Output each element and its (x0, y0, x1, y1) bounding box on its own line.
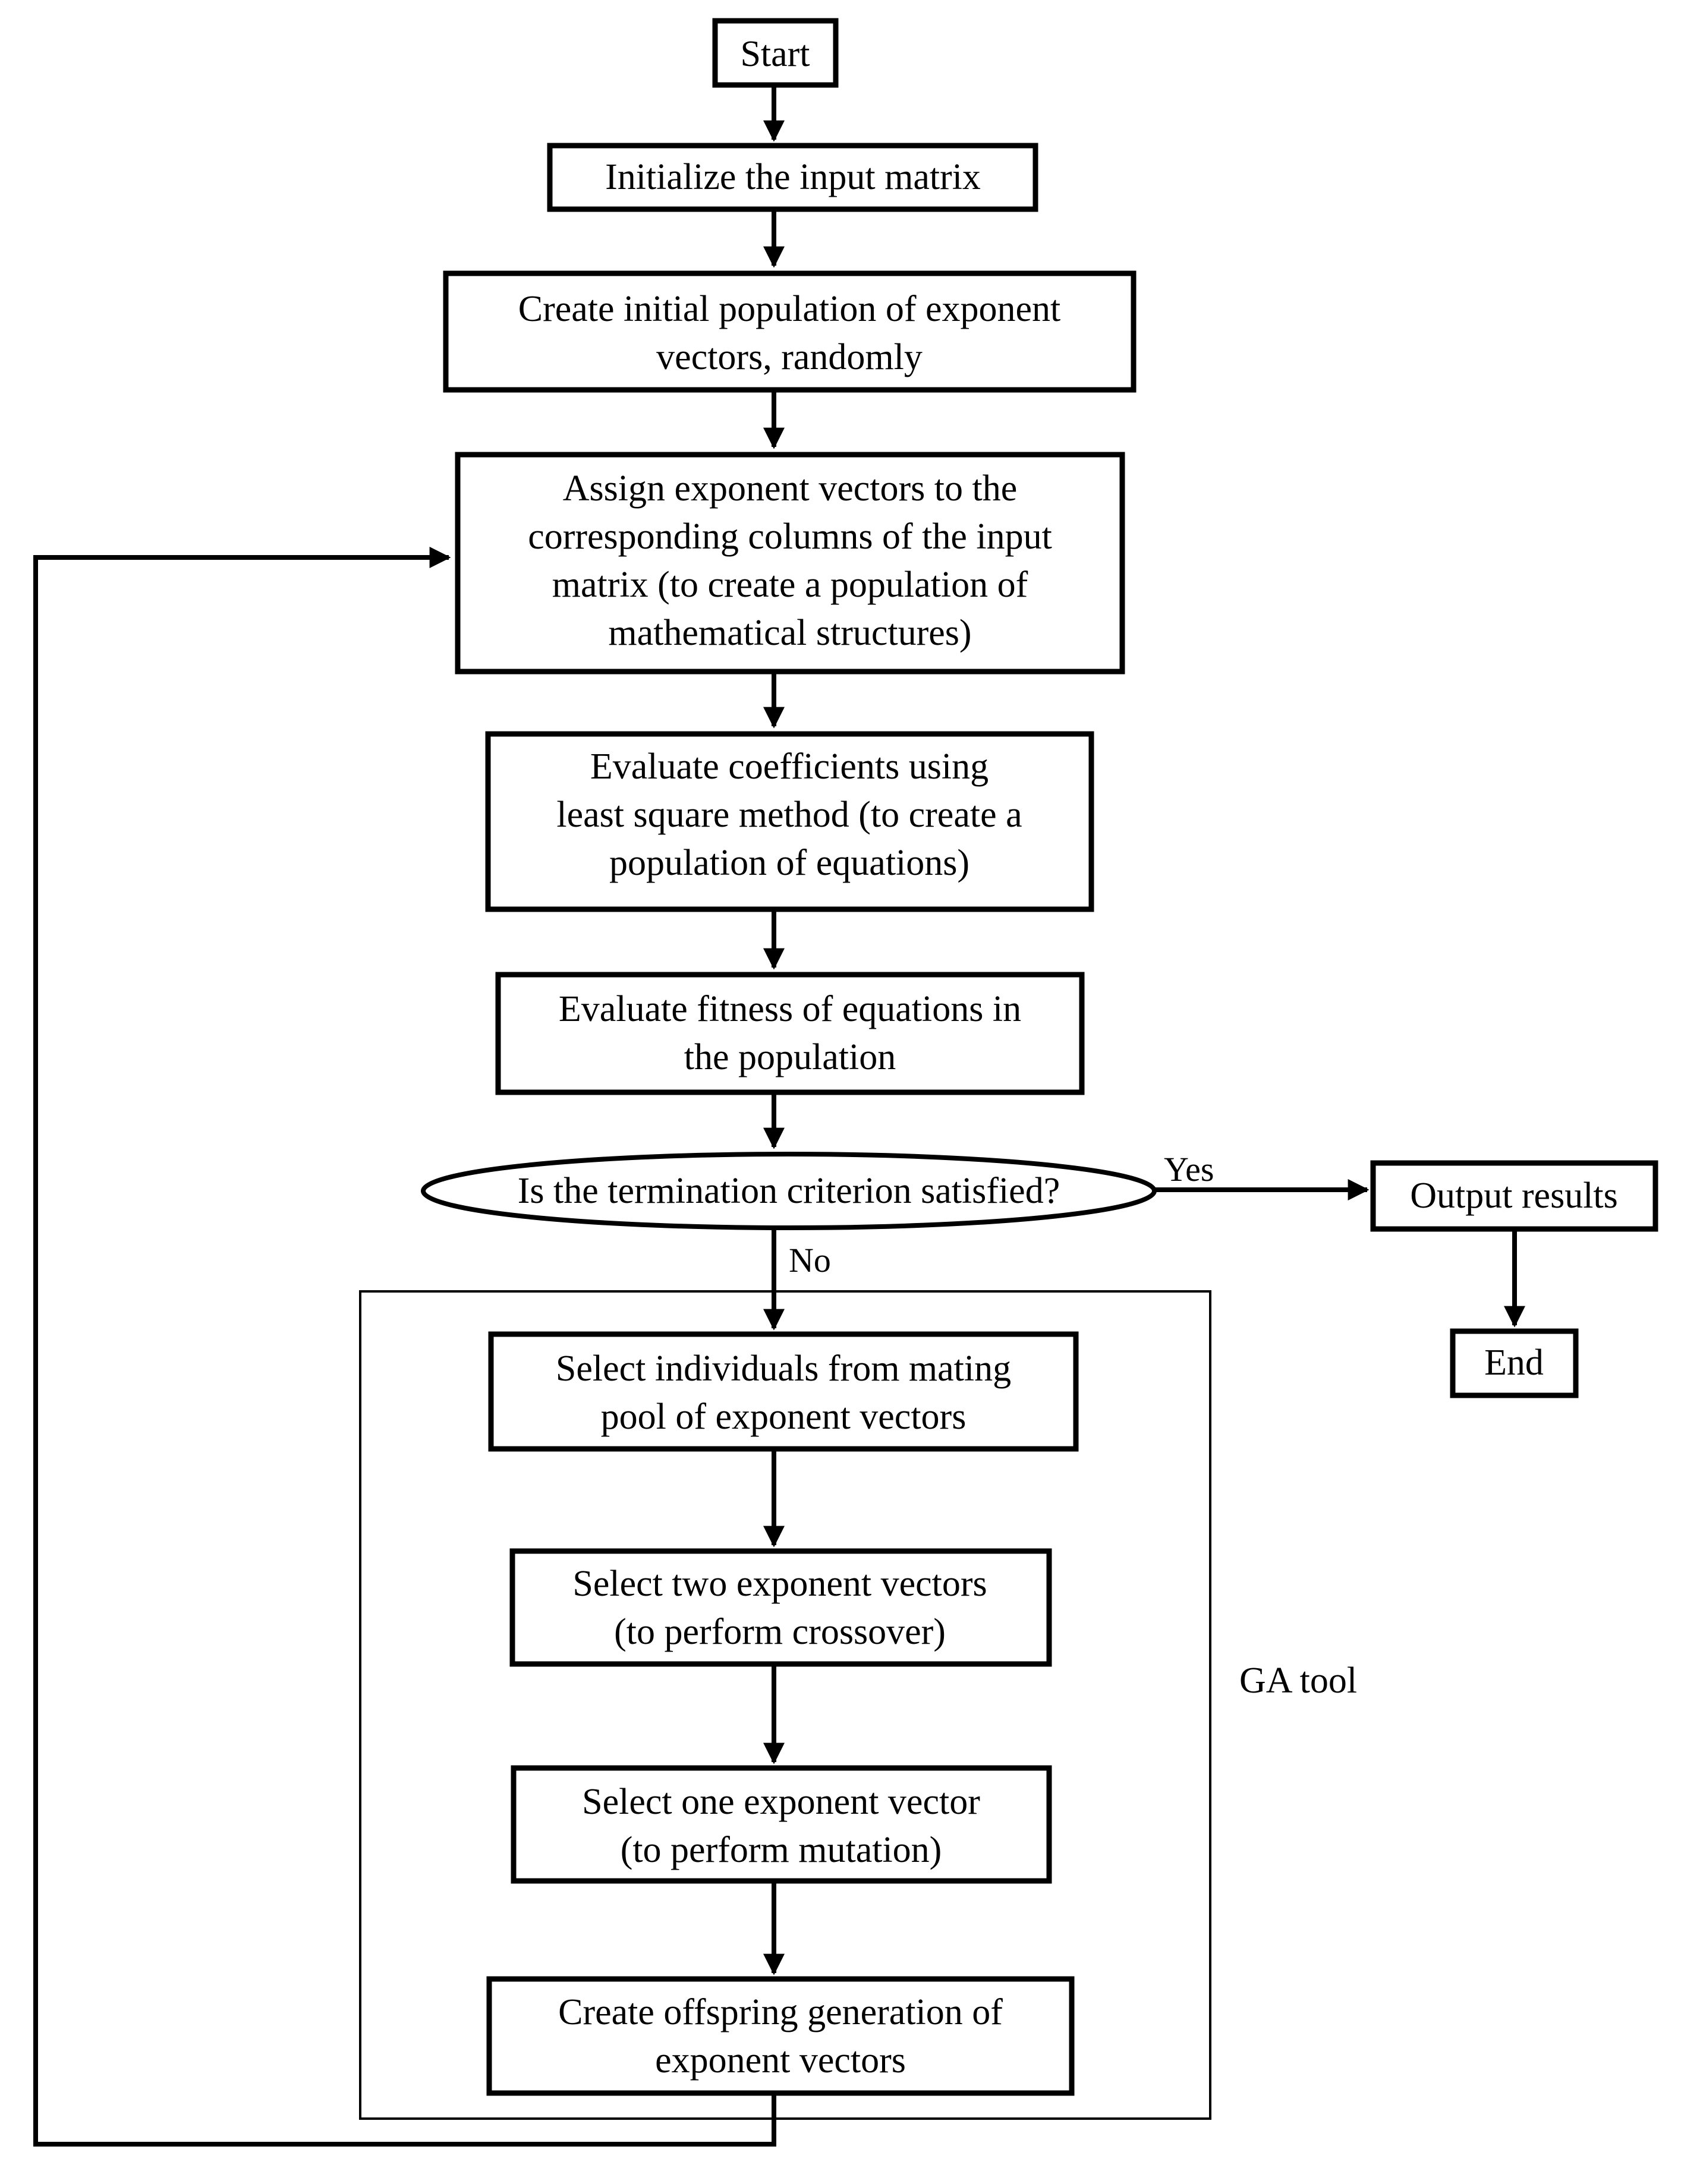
assign-vectors-line-2: corresponding columns of the input (528, 516, 1052, 557)
termination-decision: Is the termination criterion satisfied? (421, 1152, 1157, 1230)
select-individuals-line-2: pool of exponent vectors (601, 1397, 967, 1437)
create-offspring-line-2: exponent vectors (655, 2040, 906, 2081)
select-one-vector-line-2: (to perform mutation) (621, 1830, 942, 1870)
initialize-matrix-label: Initialize the input matrix (605, 157, 981, 197)
select-one-vector-box: Select one exponent vector (to perform m… (511, 1765, 1052, 1884)
loop-back-arrow (33, 547, 776, 2147)
evaluate-fitness-box: Evaluate fitness of equations in the pop… (495, 972, 1085, 1095)
evaluate-coefficients-box: Evaluate coefficients using least square… (485, 731, 1094, 912)
create-offspring-box: Create offspring generation of exponent … (486, 1976, 1075, 2096)
ga-tool-frame (359, 1290, 1211, 2120)
output-results-box: Output results (1370, 1160, 1658, 1232)
ga-tool-label: GA tool (1239, 1660, 1357, 1701)
select-individuals-box: Select individuals from mating pool of e… (488, 1331, 1079, 1452)
yes-label: Yes (1164, 1150, 1214, 1189)
select-individuals-line-1: Select individuals from mating (556, 1348, 1011, 1389)
assign-vectors-line-3: matrix (to create a population of (552, 565, 1028, 605)
termination-decision-label: Is the termination criterion satisfied? (518, 1171, 1060, 1211)
create-population-line-1: Create initial population of exponent (518, 289, 1061, 329)
end-label: End (1484, 1342, 1544, 1383)
start-label: Start (740, 34, 810, 74)
select-two-vectors-line-1: Select two exponent vectors (572, 1564, 987, 1604)
no-label: No (789, 1241, 831, 1279)
connectors (33, 85, 1525, 2147)
create-population-line-2: vectors, randomly (656, 337, 923, 377)
evaluate-coefficients-line-1: Evaluate coefficients using (590, 746, 989, 787)
select-one-vector-line-1: Select one exponent vector (582, 1782, 980, 1822)
select-two-vectors-box: Select two exponent vectors (to perform … (509, 1548, 1052, 1667)
evaluate-coefficients-line-3: population of equations) (609, 843, 969, 883)
end-node: End (1450, 1328, 1579, 1398)
output-results-label: Output results (1410, 1175, 1618, 1216)
create-population-box: Create initial population of exponent ve… (443, 270, 1137, 393)
assign-vectors-line-4: mathematical structures) (608, 613, 971, 653)
assign-vectors-box: Assign exponent vectors to the correspon… (455, 452, 1125, 675)
create-offspring-line-1: Create offspring generation of (558, 1992, 1003, 2032)
assign-vectors-line-1: Assign exponent vectors to the (563, 468, 1018, 509)
select-two-vectors-line-2: (to perform crossover) (614, 1612, 946, 1652)
start-node: Start (712, 18, 839, 88)
evaluate-coefficients-line-2: least square method (to create a (556, 795, 1022, 835)
evaluate-fitness-line-1: Evaluate fitness of equations in (559, 989, 1021, 1029)
evaluate-fitness-line-2: the population (684, 1037, 896, 1077)
initialize-matrix-box: Initialize the input matrix (547, 143, 1038, 212)
